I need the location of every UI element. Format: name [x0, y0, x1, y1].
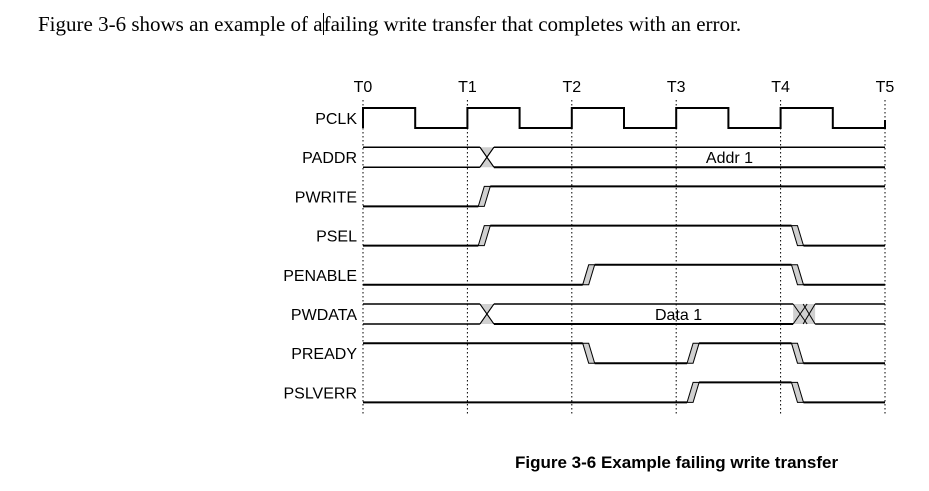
bus-transition-lower-pwdata	[479, 313, 495, 325]
edge-transition-penable	[582, 264, 596, 286]
signal-label-pready: PREADY	[291, 346, 357, 363]
edge-transition-psel	[477, 225, 491, 247]
bus-transition-pwdata	[479, 303, 495, 315]
edge-transition-pready	[582, 342, 596, 364]
time-marker-t4: T4	[771, 79, 790, 96]
signal-label-pwdata: PWDATA	[291, 307, 357, 324]
time-marker-t5: T5	[876, 79, 895, 96]
time-marker-t0: T0	[354, 79, 373, 96]
time-marker-t1: T1	[458, 79, 477, 96]
waveform-pclk	[362, 107, 886, 129]
edge-transition-pslverr	[790, 381, 805, 403]
intro-sentence: Figure 3-6 shows an example of afailing …	[38, 12, 741, 37]
text-cursor	[322, 13, 324, 35]
bus-invalid-fill-pwdata	[793, 304, 816, 324]
signal-label-pclk: PCLK	[315, 111, 357, 128]
signal-label-paddr: PADDR	[302, 150, 357, 167]
edge-transition-psel	[790, 225, 805, 247]
edge-transition-pslverr	[686, 381, 700, 403]
signal-label-pslverr: PSLVERR	[283, 385, 357, 402]
signal-label-psel: PSEL	[316, 229, 357, 246]
bus-transition-lower-paddr	[479, 156, 495, 168]
edge-transition-pready	[686, 342, 700, 364]
time-marker-t3: T3	[667, 79, 686, 96]
bus-value-paddr: Addr 1	[706, 150, 753, 167]
figure-caption: Figure 3-6 Example failing write transfe…	[515, 453, 839, 472]
signal-label-pwrite: PWRITE	[295, 189, 357, 206]
signal-label-penable: PENABLE	[283, 268, 357, 285]
edge-transition-penable	[790, 264, 805, 286]
time-marker-t2: T2	[562, 79, 581, 96]
bus-cross-b-pwdata	[479, 303, 495, 325]
edge-transition-pwrite	[477, 185, 491, 207]
intro-text-start: Figure 3-6 shows an example of a	[38, 12, 323, 36]
bus-transition-paddr	[479, 146, 495, 159]
bus-value-pwdata: Data 1	[655, 307, 702, 324]
bus-cross-f-pwdata	[802, 303, 816, 325]
edge-transition-pready	[790, 342, 805, 364]
intro-text-end: failing write transfer that completes wi…	[323, 12, 742, 36]
bus-cross-b-paddr	[479, 146, 495, 168]
